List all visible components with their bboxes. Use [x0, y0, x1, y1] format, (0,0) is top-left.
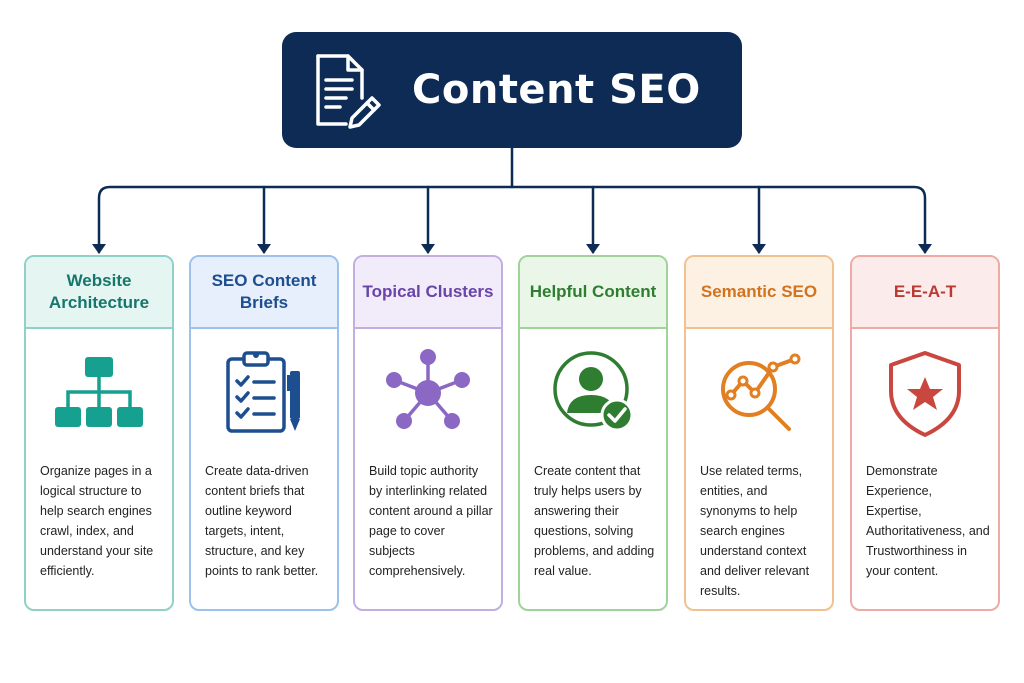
- shield-star-icon: [889, 351, 961, 437]
- header-box: Content SEO: [282, 32, 742, 148]
- card-title: SEO Content Briefs: [191, 257, 337, 329]
- clipboard-checklist-icon: [226, 351, 300, 433]
- card-title: Semantic SEO: [686, 257, 832, 329]
- card-semantic-seo: Semantic SEO Use related terms, entities…: [684, 255, 834, 611]
- card-title: Helpful Content: [520, 257, 666, 329]
- arrow-head: [752, 244, 766, 254]
- arrow-head: [421, 244, 435, 254]
- card-description: Build topic authority by interlinking re…: [369, 464, 493, 578]
- arrow-head: [918, 244, 932, 254]
- arrow-head: [257, 244, 271, 254]
- card-title: Topical Clusters: [355, 257, 501, 329]
- card-description: Use related terms, entities, and synonym…: [700, 464, 810, 598]
- site-hierarchy-icon: [55, 357, 143, 427]
- card-helpful-content: Helpful Content Create content that trul…: [518, 255, 668, 611]
- topic-cluster-icon: [386, 349, 470, 429]
- card-topical-clusters: Topical Clusters Build topic authority b…: [353, 255, 503, 611]
- card-website-architecture: Website Architecture Organize pages in a…: [24, 255, 174, 611]
- arrow-head: [92, 244, 106, 254]
- card-description: Demonstrate Experience, Expertise, Autho…: [866, 464, 990, 578]
- card-e-e-a-t: E-E-A-T Demonstrate Experience, Expertis…: [850, 255, 1000, 611]
- card-description: Organize pages in a logical structure to…: [40, 464, 154, 578]
- arrow-head: [586, 244, 600, 254]
- card-title: Website Architecture: [26, 257, 172, 329]
- magnifier-graph-icon: [721, 353, 801, 431]
- page-title: Content SEO: [412, 67, 701, 113]
- card-description: Create content that truly helps users by…: [534, 464, 655, 578]
- card-seo-content-briefs: SEO Content Briefs Create data-driven c: [189, 255, 339, 611]
- card-title: E-E-A-T: [852, 257, 998, 329]
- user-check-icon: [553, 351, 634, 432]
- document-pencil-icon: [316, 54, 381, 129]
- card-description: Create data-driven content briefs that o…: [205, 464, 319, 578]
